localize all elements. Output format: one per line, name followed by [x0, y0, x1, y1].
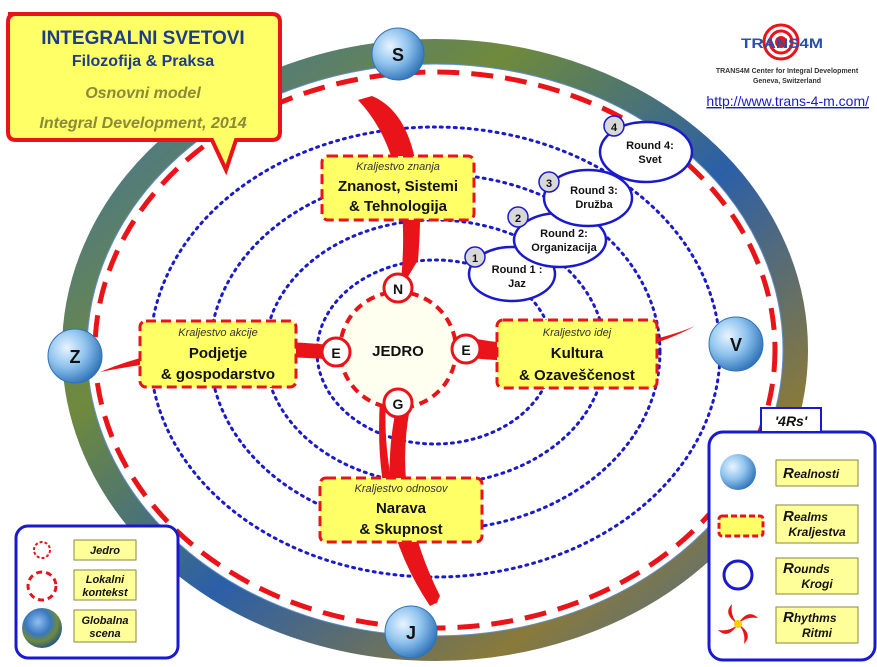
title-line4: Integral Development, 2014 — [39, 115, 246, 132]
svg-text:Round 4:: Round 4: — [626, 140, 674, 152]
svg-text:kontekst: kontekst — [82, 587, 129, 599]
svg-text:Kraljestvo idej: Kraljestvo idej — [543, 327, 612, 339]
svg-text:Podjetje: Podjetje — [189, 345, 247, 362]
svg-text:Krogi: Krogi — [801, 577, 833, 591]
legend-4rs: '4Rs' Realnosti Realms Kraljestva Rounds… — [707, 407, 877, 662]
svg-text:Round 1 :: Round 1 : — [492, 264, 543, 276]
core-node-south: G — [382, 387, 414, 419]
title-box: INTEGRALNI SVETOVI Filozofija & Praksa O… — [6, 12, 282, 176]
svg-text:V: V — [730, 335, 742, 355]
svg-text:& Tehnologija: & Tehnologija — [349, 198, 448, 215]
title-line3: Osnovni model — [85, 85, 201, 102]
realm-top: Kraljestvo znanja Znanost, Sistemi & Teh… — [320, 154, 476, 222]
round-3-callout: 3 Round 3: Družba — [538, 168, 634, 228]
rhythm-arm-south-b — [389, 400, 440, 604]
core-node-east: E — [450, 333, 482, 365]
website-link[interactable]: http://www.trans-4-m.com/ — [706, 93, 869, 109]
svg-text:Narava: Narava — [376, 500, 427, 517]
svg-text:Rounds: Rounds — [783, 560, 830, 577]
round-legend-icon — [722, 559, 754, 591]
globe-west: Z — [47, 328, 103, 384]
local-context-legend-icon — [26, 570, 58, 602]
svg-text:Round 2:: Round 2: — [540, 228, 588, 240]
globe-north: S — [371, 27, 425, 81]
earth-legend-icon — [22, 608, 62, 648]
svg-text:1: 1 — [472, 253, 478, 265]
svg-text:Kultura: Kultura — [551, 345, 604, 362]
round-4-callout: 4 Round 4: Svet — [598, 115, 694, 184]
org-line1: TRANS4M Center for Integral Development — [716, 68, 859, 75]
svg-text:Jaz: Jaz — [508, 278, 526, 290]
realm-legend-icon — [717, 514, 765, 538]
svg-text:Organizacija: Organizacija — [531, 242, 597, 254]
title-line2: Filozofija & Praksa — [72, 53, 214, 70]
svg-text:& Skupnost: & Skupnost — [359, 521, 442, 538]
core-node-north: N — [382, 272, 414, 304]
svg-text:Kraljestva: Kraljestva — [788, 525, 846, 539]
svg-text:& gospodarstvo: & gospodarstvo — [161, 366, 275, 383]
rhythm-legend-icon — [718, 604, 758, 644]
jedro-legend-icon — [33, 541, 51, 559]
svg-text:J: J — [406, 623, 416, 643]
svg-text:Z: Z — [70, 347, 81, 367]
svg-text:Lokalni: Lokalni — [86, 574, 125, 586]
trans4m-logo: TRANS4M — [741, 23, 823, 61]
svg-text:3: 3 — [546, 178, 552, 190]
svg-text:S: S — [392, 45, 404, 65]
svg-text:Rhythms: Rhythms — [783, 609, 837, 626]
svg-text:E: E — [461, 342, 470, 358]
realm-bottom: Kraljestvo odnosov Narava & Skupnost — [318, 476, 484, 544]
svg-text:N: N — [393, 281, 403, 297]
svg-text:scena: scena — [89, 628, 120, 640]
org-line2: Geneva, Switzerland — [753, 78, 821, 85]
svg-text:Realms: Realms — [783, 508, 828, 525]
svg-text:Znanost, Sistemi: Znanost, Sistemi — [338, 178, 458, 195]
svg-text:Družba: Družba — [575, 199, 613, 211]
svg-text:Globalna: Globalna — [81, 615, 128, 627]
svg-text:Jedro: Jedro — [90, 545, 120, 557]
svg-text:Kraljestvo akcije: Kraljestvo akcije — [178, 327, 257, 339]
globe-east: V — [708, 316, 764, 372]
title-line1: INTEGRALNI SVETOVI — [41, 28, 244, 49]
realm-right: Kraljestvo idej Kultura & Ozaveščenost — [495, 318, 659, 390]
core-label: JEDRO — [372, 343, 424, 360]
svg-text:Kraljestvo znanja: Kraljestvo znanja — [356, 161, 440, 173]
svg-text:G: G — [393, 396, 404, 412]
svg-text:4: 4 — [611, 122, 618, 134]
rhythm-arm-north — [358, 96, 421, 290]
realm-left: Kraljestvo akcije Podjetje & gospodarstv… — [138, 319, 298, 389]
svg-text:2: 2 — [515, 213, 521, 225]
svg-text:TRANS4M: TRANS4M — [741, 35, 823, 51]
globe-legend-icon — [720, 454, 756, 490]
legend-left: Jedro Lokalni kontekst Globalna scena — [14, 524, 180, 660]
svg-text:'4Rs': '4Rs' — [775, 413, 808, 429]
svg-text:Kraljestvo odnosov: Kraljestvo odnosov — [355, 483, 449, 495]
svg-text:Realnosti: Realnosti — [783, 465, 840, 482]
svg-text:& Ozaveščenost: & Ozaveščenost — [519, 367, 635, 384]
svg-text:Ritmi: Ritmi — [802, 626, 833, 640]
globe-south: J — [384, 605, 438, 659]
core-node-west: E — [320, 336, 352, 368]
svg-text:Svet: Svet — [638, 154, 662, 166]
svg-text:E: E — [331, 345, 340, 361]
svg-text:Round 3:: Round 3: — [570, 185, 618, 197]
